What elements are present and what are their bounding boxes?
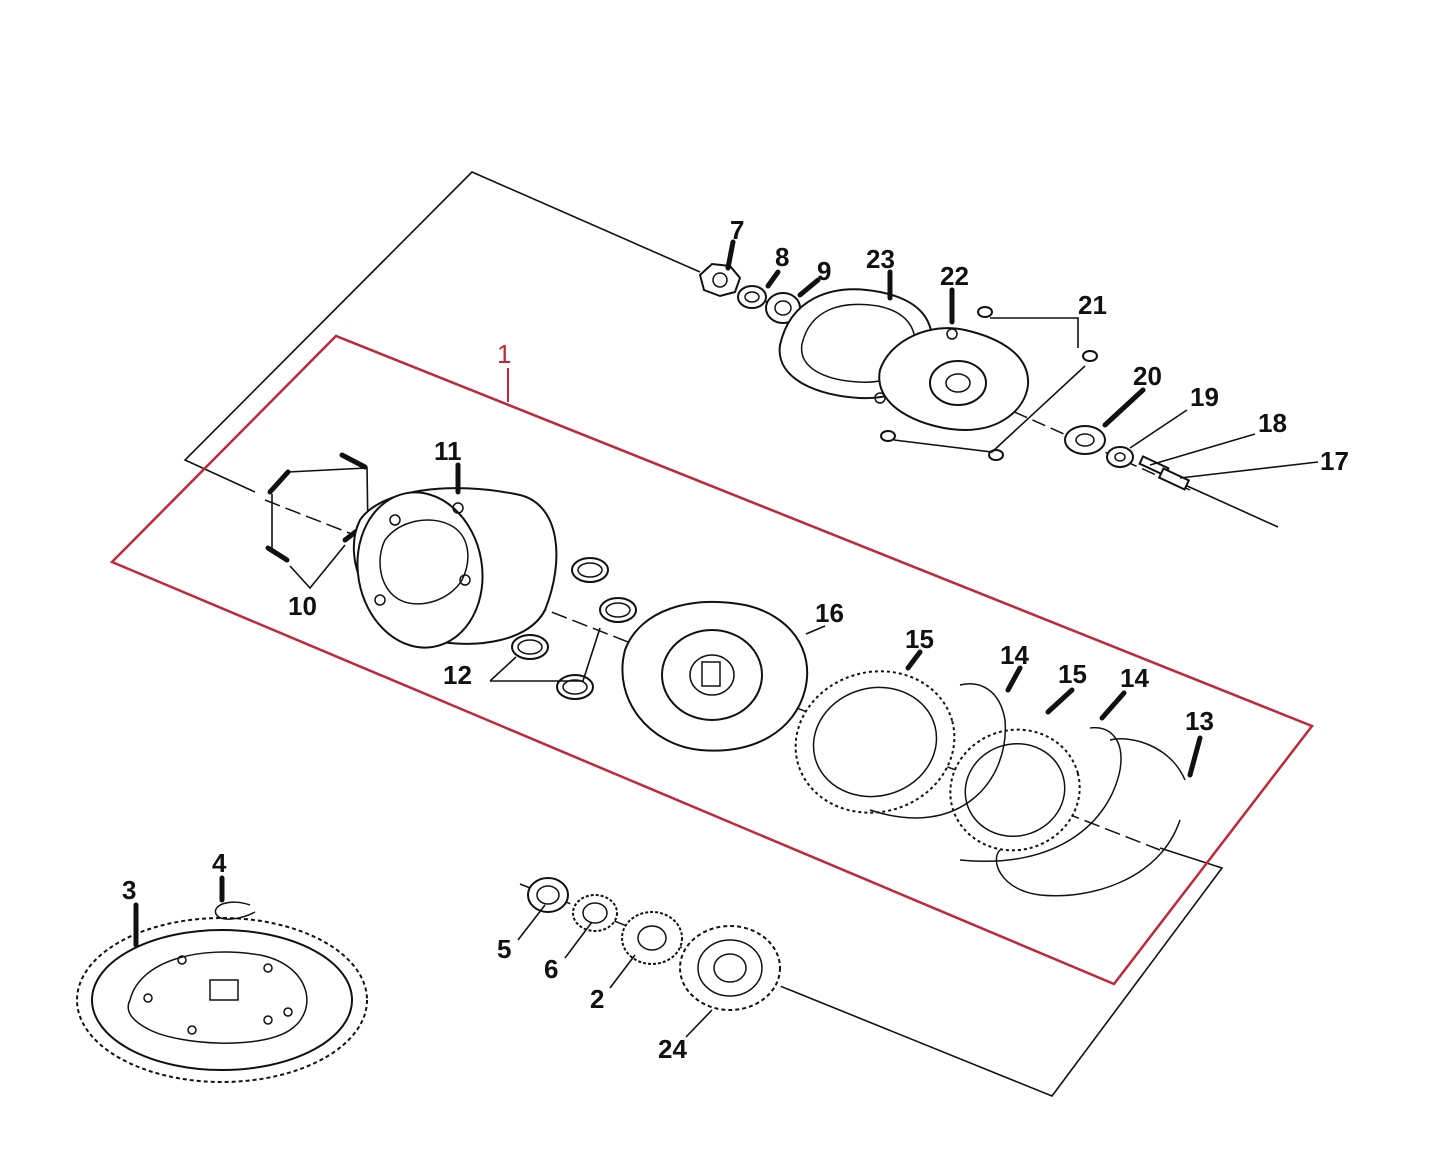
part-11-clutch-drum — [352, 487, 558, 649]
part-labels: 2 3 4 5 6 7 8 9 10 11 12 13 14 14 15 15 … — [122, 215, 1349, 1064]
leader-lines — [133, 239, 1319, 1038]
label-16: 16 — [815, 598, 844, 628]
part-20-bearing — [1064, 425, 1106, 455]
part-5-collar — [527, 877, 569, 913]
label-17: 17 — [1320, 446, 1349, 476]
part-24-gear — [679, 925, 781, 1011]
part-15-friction-disc-a — [794, 670, 956, 814]
label-1: 1 — [497, 339, 511, 369]
part-4-clip — [214, 901, 256, 920]
part-9-bushing — [765, 292, 801, 324]
label-19: 19 — [1190, 382, 1219, 412]
label-4: 4 — [212, 848, 227, 878]
part-6-needle-bearing — [572, 894, 618, 932]
upper-group-bracket — [183, 171, 701, 493]
label-15b: 15 — [1058, 659, 1087, 689]
label-23: 23 — [866, 244, 895, 274]
clutch-assembly-box — [109, 334, 1314, 986]
part-21-screws — [880, 306, 1098, 461]
label-22: 22 — [940, 261, 969, 291]
part-7-nut — [698, 262, 742, 298]
part-3-driven-gear — [76, 917, 368, 1083]
part-22-cover-plate — [874, 327, 1030, 432]
part-13-circlip — [995, 738, 1186, 897]
label-11: 11 — [434, 436, 462, 466]
label-9: 9 — [817, 256, 831, 286]
part-2-drive-gear — [621, 911, 683, 965]
label-2: 2 — [590, 984, 604, 1014]
label-21: 21 — [1078, 290, 1107, 320]
upper-axis-line — [1184, 484, 1279, 528]
part-15-friction-disc-b — [949, 728, 1081, 852]
part-19-washer — [1106, 446, 1134, 468]
part-17-rod — [1157, 467, 1191, 491]
label-20: 20 — [1133, 361, 1162, 391]
lower-group-bracket — [789, 847, 1224, 1097]
part-14-plate-b — [959, 726, 1122, 862]
label-18: 18 — [1258, 408, 1287, 438]
label-13: 13 — [1185, 706, 1214, 736]
label-14a: 14 — [1000, 640, 1029, 670]
label-3: 3 — [122, 875, 136, 905]
label-15a: 15 — [905, 624, 934, 654]
label-7: 7 — [730, 215, 744, 245]
part-12-springs — [489, 557, 637, 700]
part-16-clutch-hub — [621, 601, 809, 752]
part-10-pins — [265, 452, 369, 590]
label-12: 12 — [443, 660, 472, 690]
label-14b: 14 — [1120, 663, 1149, 693]
label-6: 6 — [544, 954, 558, 984]
label-8: 8 — [775, 242, 789, 272]
label-10: 10 — [288, 591, 317, 621]
label-24: 24 — [658, 1034, 687, 1064]
part-14-plate-a — [869, 683, 1007, 819]
label-5: 5 — [497, 934, 511, 964]
part-8-washer — [737, 285, 767, 309]
